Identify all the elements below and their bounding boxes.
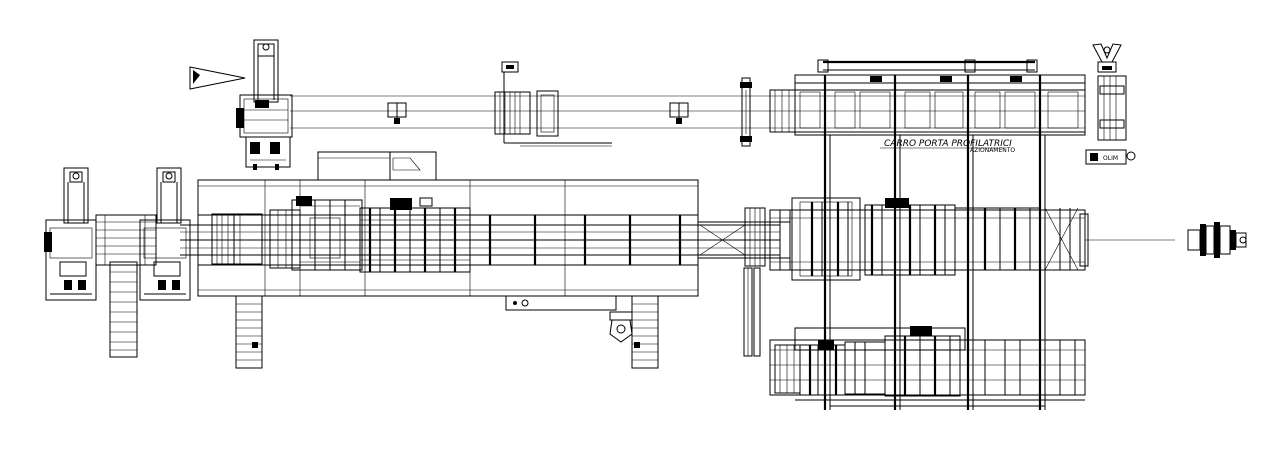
crane-hook-icon: [609, 311, 633, 343]
carro-porta-profilatrici: CARRO PORTA PROFILATRICI AZIONAMENTO: [769, 59, 1086, 410]
small-label: OLIM: [1103, 155, 1118, 162]
main-roll-forming-bed: [180, 151, 790, 369]
carro-label: CARRO PORTA PROFILATRICI: [884, 139, 1012, 149]
right-middle-station: [769, 197, 1247, 281]
right-side-unit: OLIM: [1085, 43, 1136, 165]
left-uncoilers: [44, 167, 191, 358]
carro-sublabel: AZIONAMENTO: [970, 147, 1015, 154]
direction-arrow-icon: [189, 66, 246, 90]
upper-line-assembly: [189, 39, 770, 170]
right-lower-station: [769, 326, 1086, 407]
coil-unit: [1187, 222, 1247, 258]
